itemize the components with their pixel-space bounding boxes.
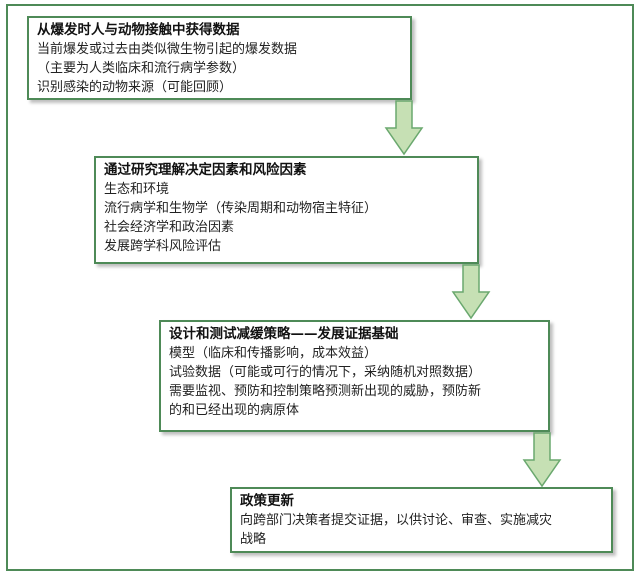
step-box-mitigation: 设计和测试减缓策略——发展证据基础 模型（临床和传播影响，成本效益） 试验数据（… <box>159 320 550 432</box>
step-title: 政策更新 <box>240 493 294 509</box>
step-line: 的和已经出现的病原体 <box>169 403 300 418</box>
diagram-frame <box>6 4 634 571</box>
step-title: 从爆发时人与动物接触中获得数据 <box>37 22 240 38</box>
step-line: 识别感染的动物来源（可能回顾） <box>37 80 233 95</box>
step-line: 向跨部门决策者提交证据，以供讨论、审查、实施减灾 <box>240 513 553 528</box>
step-line: 模型（临床和传播影响，成本效益） <box>169 346 378 361</box>
down-arrow-icon <box>522 432 562 488</box>
step-line: 需要监视、预防和控制策略预测新出现的威胁，预防新 <box>169 384 482 399</box>
step-box-data-collection: 从爆发时人与动物接触中获得数据 当前爆发或过去由类似微生物引起的爆发数据 （主要… <box>27 16 412 100</box>
step-line: 战略 <box>240 532 267 547</box>
step-line: 发展跨学科风险评估 <box>104 239 222 254</box>
step-title: 设计和测试减缓策略——发展证据基础 <box>169 326 399 342</box>
step-box-research: 通过研究理解决定因素和风险因素 生态和环境 流行病学和生物学（传染周期和动物宿主… <box>94 156 479 264</box>
down-arrow-icon <box>384 100 424 156</box>
down-arrow-icon <box>451 264 491 320</box>
step-line: 社会经济学和政治因素 <box>104 220 235 235</box>
step-line: 流行病学和生物学（传染周期和动物宿主特征） <box>104 201 378 216</box>
step-line: （主要为人类临床和流行病学参数） <box>37 61 246 76</box>
step-line: 当前爆发或过去由类似微生物引起的爆发数据 <box>37 42 298 57</box>
step-line: 试验数据（可能或可行的情况下，采纳随机对照数据） <box>169 365 482 380</box>
step-line: 生态和环境 <box>104 182 170 197</box>
step-title: 通过研究理解决定因素和风险因素 <box>104 162 307 178</box>
step-box-policy: 政策更新 向跨部门决策者提交证据，以供讨论、审查、实施减灾 战略 <box>230 487 613 553</box>
